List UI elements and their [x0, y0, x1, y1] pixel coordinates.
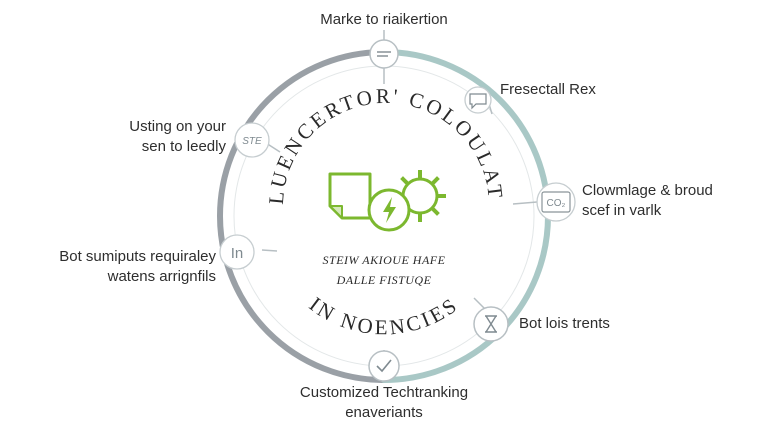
- pen-icon: [377, 51, 391, 57]
- hourglass-icon: [485, 315, 497, 333]
- label-bottom-right-line1: Bot lois trents: [519, 315, 610, 332]
- label-bottom: Customized Techtranking enaveriants: [274, 383, 494, 423]
- label-top-right-line1: Fresectall Rex: [500, 81, 596, 98]
- center-caption-line2: DALLE FISTUQE: [336, 273, 432, 287]
- label-right-line2: scef in varlk: [582, 202, 662, 219]
- center-caption-line1: STEIW AKIOUE HAFE: [323, 253, 446, 267]
- arc-title-bottom: IN NOENCIES: [305, 292, 463, 339]
- label-left: Bot sumiputs requiraley watens arrignfil…: [20, 247, 216, 287]
- node-left-upper[interactable]: STE: [234, 122, 270, 158]
- node-top[interactable]: [369, 39, 399, 69]
- node-top-right[interactable]: [464, 86, 492, 114]
- label-bottom-line2: enaveriants: [345, 404, 423, 421]
- co2-text: CO₂: [547, 198, 566, 209]
- ring-gray-arc: [217, 49, 387, 383]
- label-left-line2: watens arrignfils: [107, 268, 216, 285]
- node-right[interactable]: CO₂: [536, 182, 576, 222]
- label-bottom-right: Bot lois trents: [519, 314, 610, 334]
- document-icon: [328, 172, 372, 220]
- label-left-upper-line1: Usting on your: [129, 118, 226, 135]
- label-top-line1: Marke to riaikertion: [320, 11, 448, 28]
- lightning-icon: [367, 188, 411, 232]
- label-bottom-line1: Customized Techtranking: [299, 384, 469, 401]
- node-bottom-right[interactable]: [473, 306, 509, 342]
- check-icon: [376, 359, 392, 373]
- in-badge-icon: In: [231, 245, 244, 262]
- arc-title-top: INFLUENCERTOR' COLOULATION: [0, 0, 508, 205]
- label-left-upper: Usting on your sen to leedly: [60, 117, 226, 157]
- node-bottom[interactable]: [368, 350, 400, 382]
- label-top: Marke to riaikertion: [300, 10, 468, 30]
- ste-badge-icon: STE: [242, 136, 262, 147]
- label-right: Clowmlage & broud scef in varlk: [582, 181, 713, 221]
- central-emblem: [328, 170, 446, 232]
- chat-bubble-icon: [469, 93, 487, 110]
- co2-box-icon: [541, 191, 571, 213]
- label-top-right: Fresectall Rex: [500, 80, 596, 100]
- label-left-line1: Bot sumiputs requiraley: [59, 248, 216, 265]
- node-left[interactable]: In: [219, 234, 255, 270]
- label-left-upper-line2: sen to leedly: [141, 138, 226, 155]
- label-right-line1: Clowmlage & broud: [582, 182, 713, 199]
